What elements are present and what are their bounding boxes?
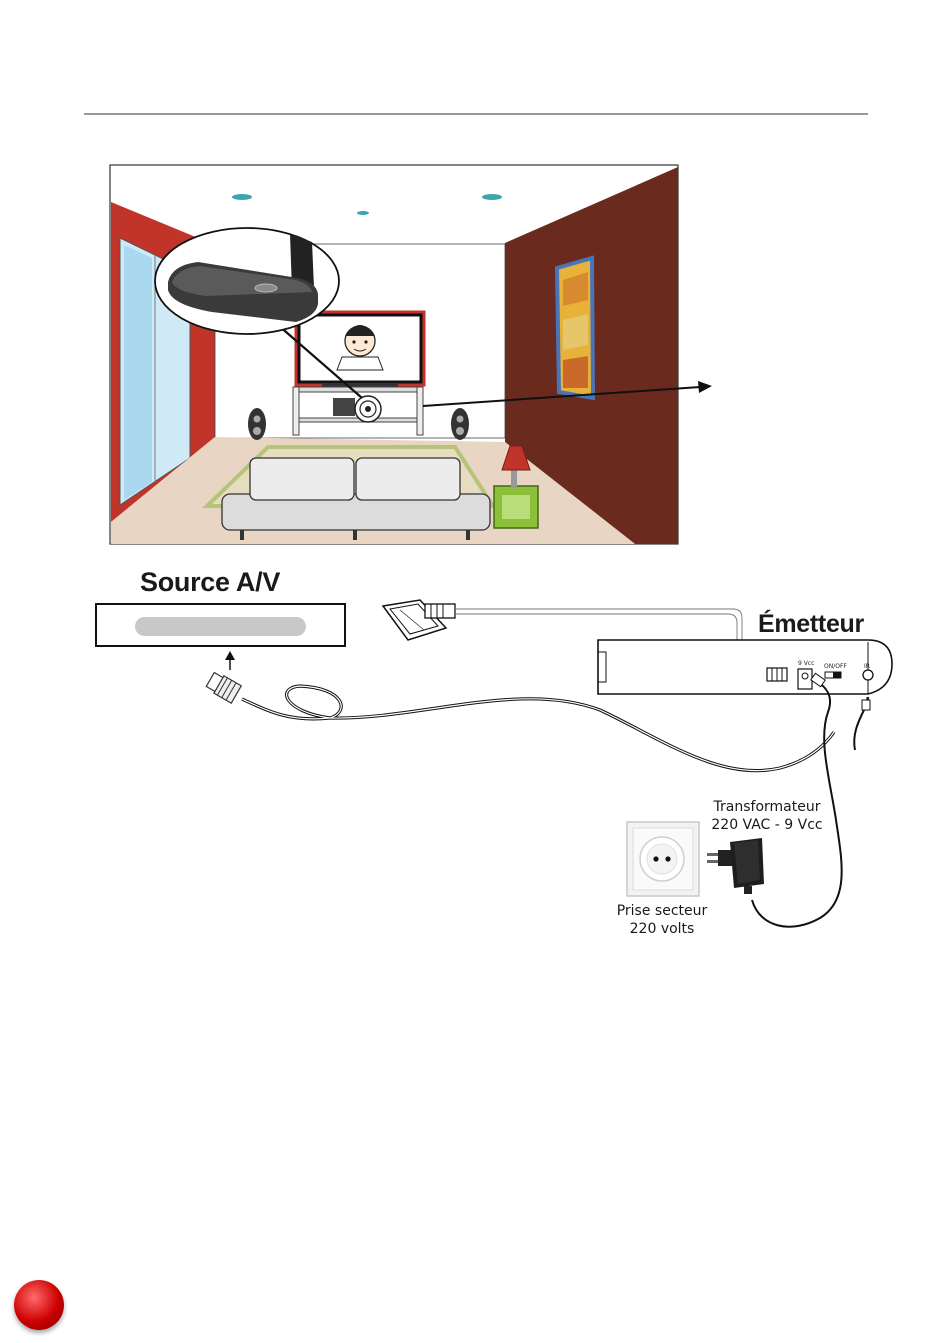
rca-plug [205, 671, 241, 703]
emetteur-device [598, 640, 892, 694]
sofa [222, 458, 490, 540]
zoom-bubble [155, 228, 339, 334]
ceiling-light [232, 194, 252, 200]
page-dot [14, 1280, 64, 1330]
transformateur-label: Transformateur 220 VAC - 9 Vcc [705, 798, 829, 834]
speaker-right [451, 408, 469, 440]
av-cable [242, 686, 834, 771]
transformateur-line1: Transformateur [705, 798, 829, 816]
speaker-left [248, 408, 266, 440]
transformateur-line2: 220 VAC - 9 Vcc [705, 816, 829, 834]
prise-line1: Prise secteur [612, 902, 712, 920]
room-illustration [110, 165, 712, 544]
scart-plug [383, 600, 455, 640]
switch-onoff-label: ON/OFF [824, 663, 847, 670]
prise-label: Prise secteur 220 volts [612, 902, 712, 938]
prise-line2: 220 volts [612, 920, 712, 938]
emetteur-label: Émetteur [758, 610, 864, 639]
source-label: Source A/V [140, 567, 280, 598]
port-ir-label: IR [864, 663, 870, 670]
ceiling-light [482, 194, 502, 200]
source-av-device [96, 604, 345, 646]
port-9vcc-label: 9 Vcc [798, 660, 814, 667]
transformer [707, 838, 764, 894]
wall-socket [627, 822, 699, 896]
ceiling-light [357, 211, 369, 215]
tv [296, 312, 424, 389]
ir-cable [854, 697, 870, 750]
ir-port [863, 670, 873, 680]
